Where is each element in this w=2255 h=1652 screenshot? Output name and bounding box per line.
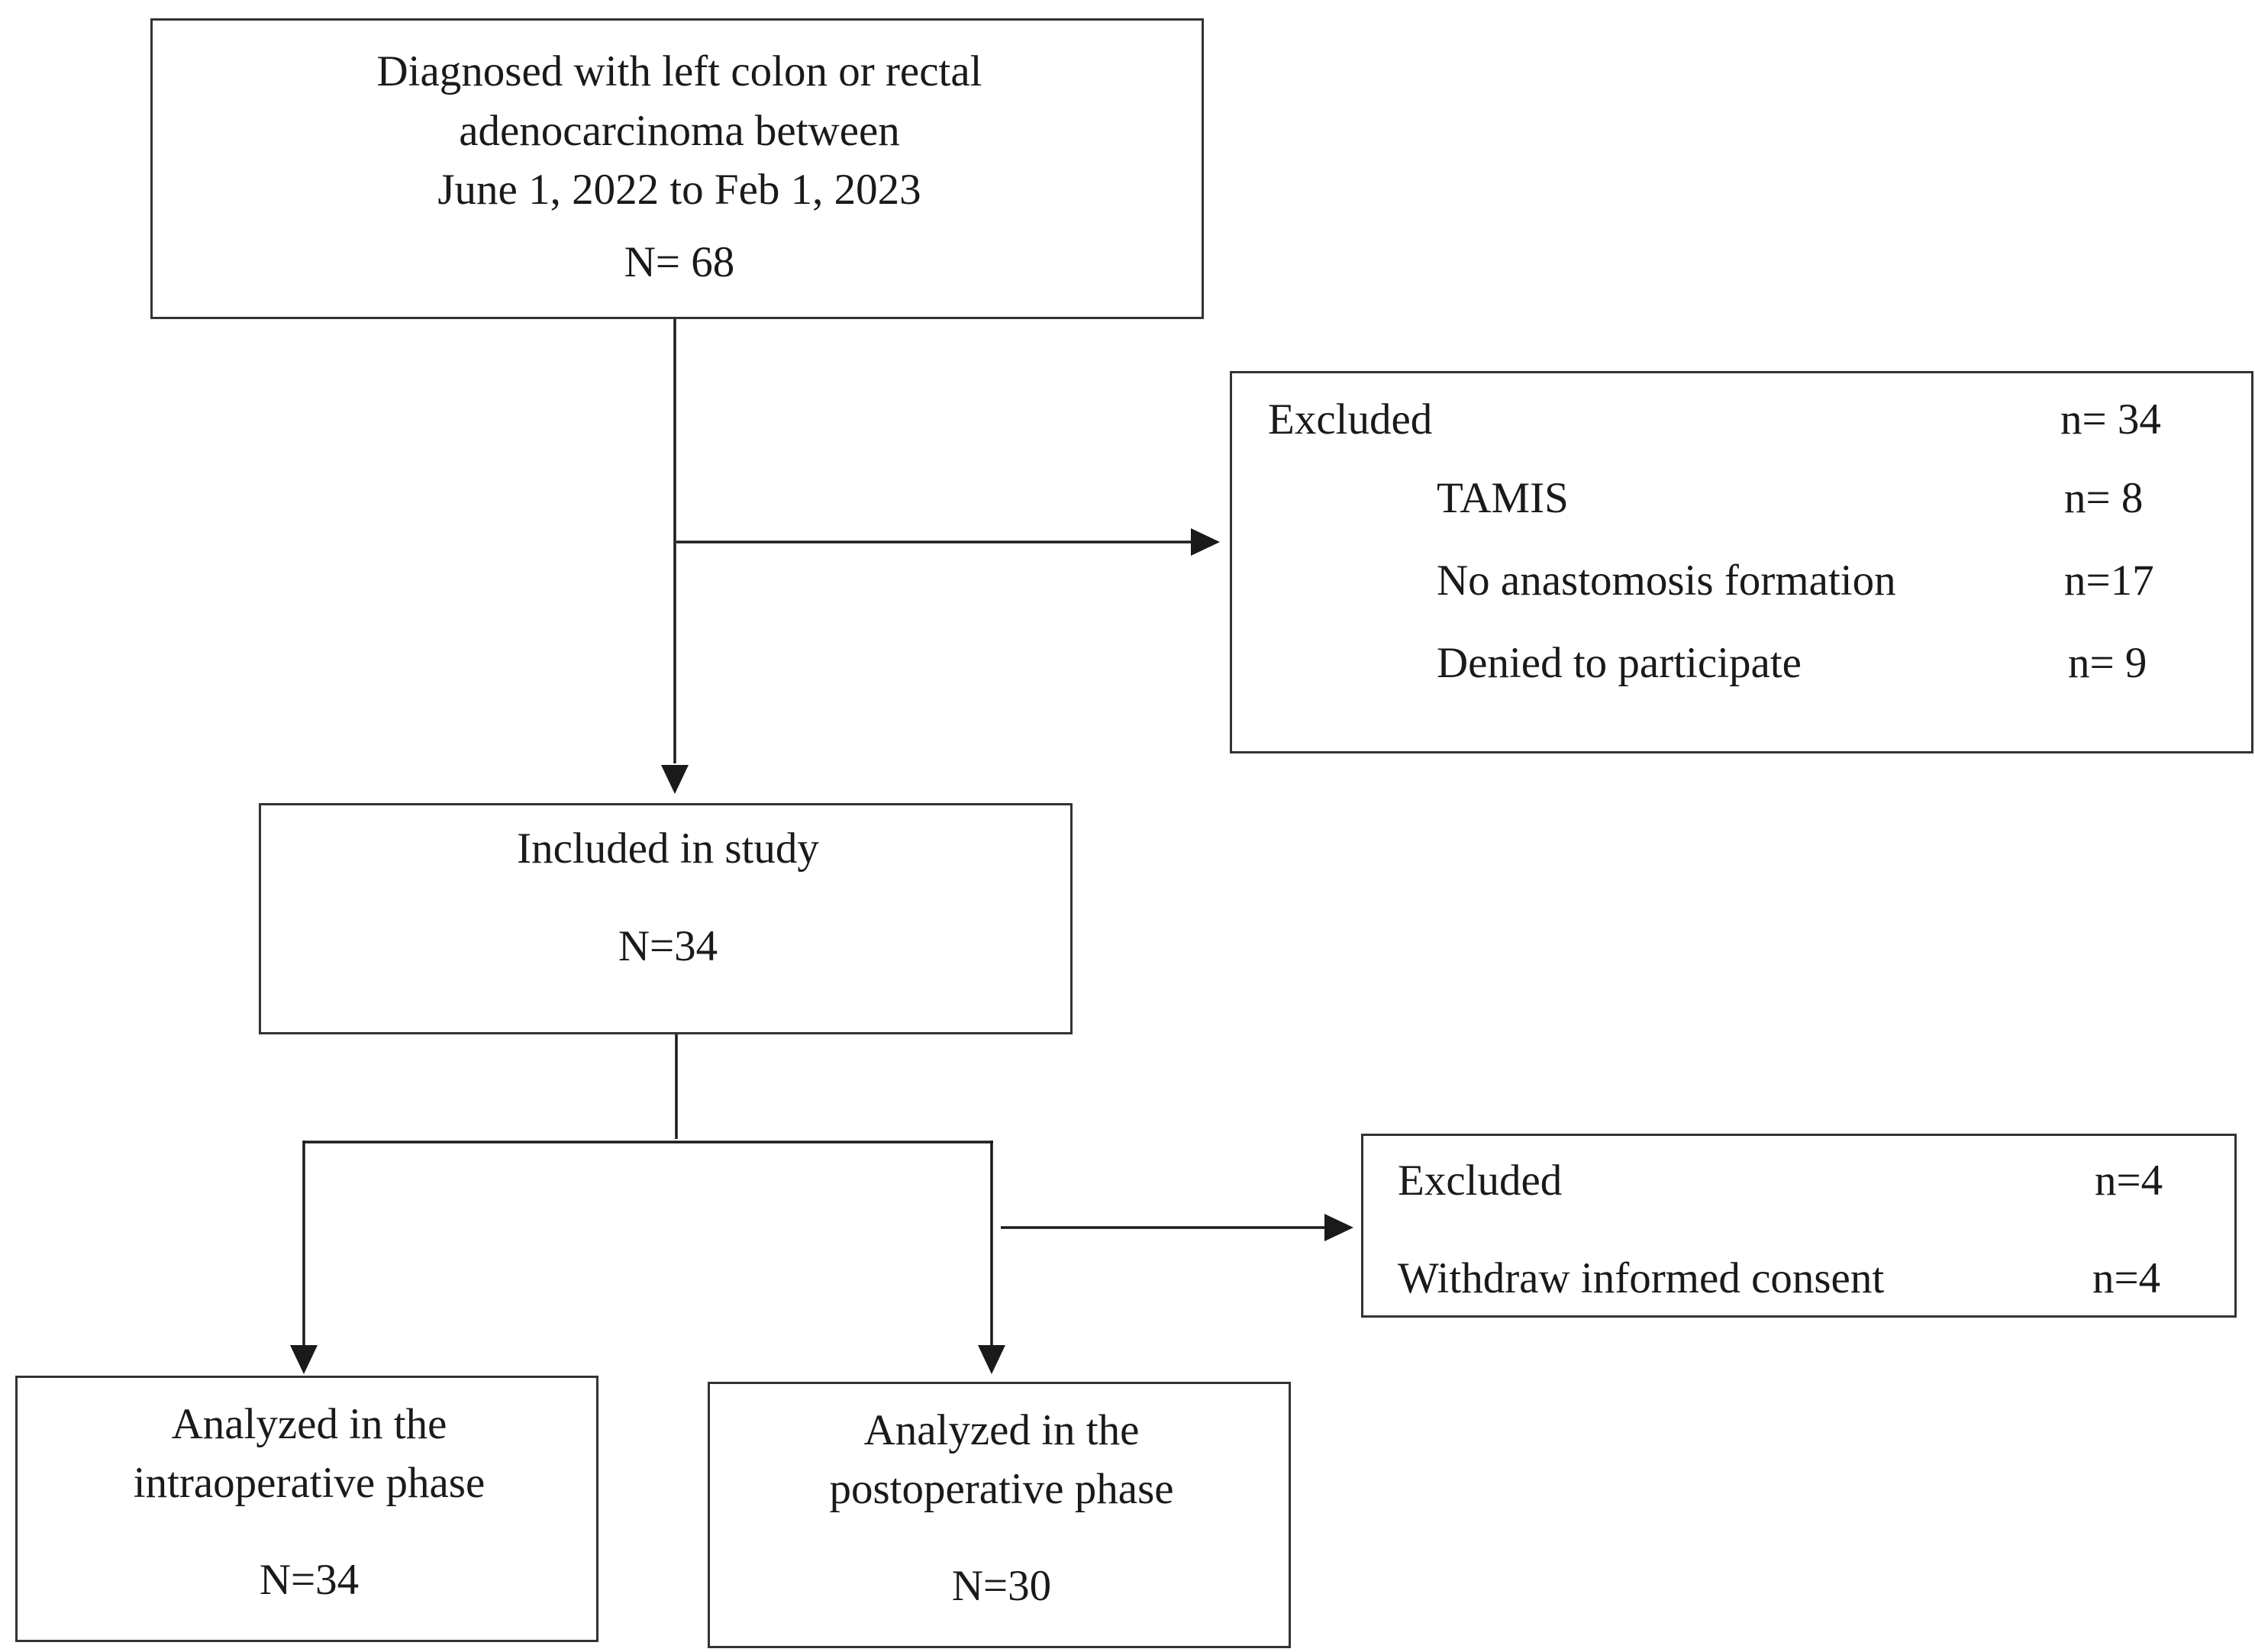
arrowhead-to-postoperative — [978, 1345, 1005, 1374]
intraoperative-line-2: intraoperative phase — [133, 1459, 486, 1507]
intraoperative-count: N=34 — [259, 1556, 360, 1604]
diagnosed-count: N= 68 — [624, 238, 735, 286]
excluded-box-1: Excluded n= 34 TAMIS n= 8 No anastomosis… — [1230, 371, 2253, 753]
excluded-1-total: n= 34 — [2060, 395, 2161, 444]
excluded-1-item-count: n= 9 — [2068, 639, 2147, 687]
diagnosed-line-2: adenocarcinoma between — [459, 107, 900, 155]
excluded-box-2: Excluded n=4 Withdraw informed consent n… — [1361, 1134, 2237, 1318]
diagnosed-line-1: Diagnosed with left colon or rectal — [376, 47, 982, 95]
included-box: Included in study N=34 — [259, 803, 1073, 1034]
postoperative-line-2: postoperative phase — [829, 1465, 1174, 1513]
arrowhead-to-intraoperative — [290, 1345, 318, 1374]
excluded-2-title: Excluded — [1398, 1157, 1563, 1205]
arrowhead-to-excluded-2 — [1324, 1214, 1353, 1241]
excluded-2-item-label: Withdraw informed consent — [1398, 1254, 1885, 1302]
excluded-1-item-count: n= 8 — [2064, 474, 2144, 522]
excluded-1-item-label: TAMIS — [1437, 474, 1569, 522]
postoperative-count: N=30 — [951, 1562, 1052, 1610]
excluded-1-item-count: n=17 — [2064, 557, 2154, 605]
postoperative-box: Analyzed in the postoperative phase N=30 — [708, 1382, 1291, 1648]
diagnosed-box: Diagnosed with left colon or rectal aden… — [150, 18, 1204, 319]
included-count: N=34 — [618, 922, 718, 970]
included-label: Included in study — [517, 824, 819, 873]
intraoperative-box: Analyzed in the intraoperative phase N=3… — [15, 1376, 598, 1642]
excluded-1-item-label: Denied to participate — [1437, 639, 1802, 687]
excluded-2-total: n=4 — [2095, 1157, 2163, 1205]
arrowhead-to-excluded-1 — [1191, 528, 1220, 556]
arrowhead-to-included — [661, 765, 689, 794]
excluded-2-item-count: n=4 — [2092, 1254, 2161, 1302]
excluded-1-item-label: No anastomosis formation — [1437, 557, 1896, 605]
intraoperative-line-1: Analyzed in the — [171, 1400, 447, 1448]
diagnosed-line-3: June 1, 2022 to Feb 1, 2023 — [437, 166, 921, 214]
excluded-1-title: Excluded — [1268, 395, 1433, 444]
postoperative-line-1: Analyzed in the — [863, 1406, 1140, 1454]
